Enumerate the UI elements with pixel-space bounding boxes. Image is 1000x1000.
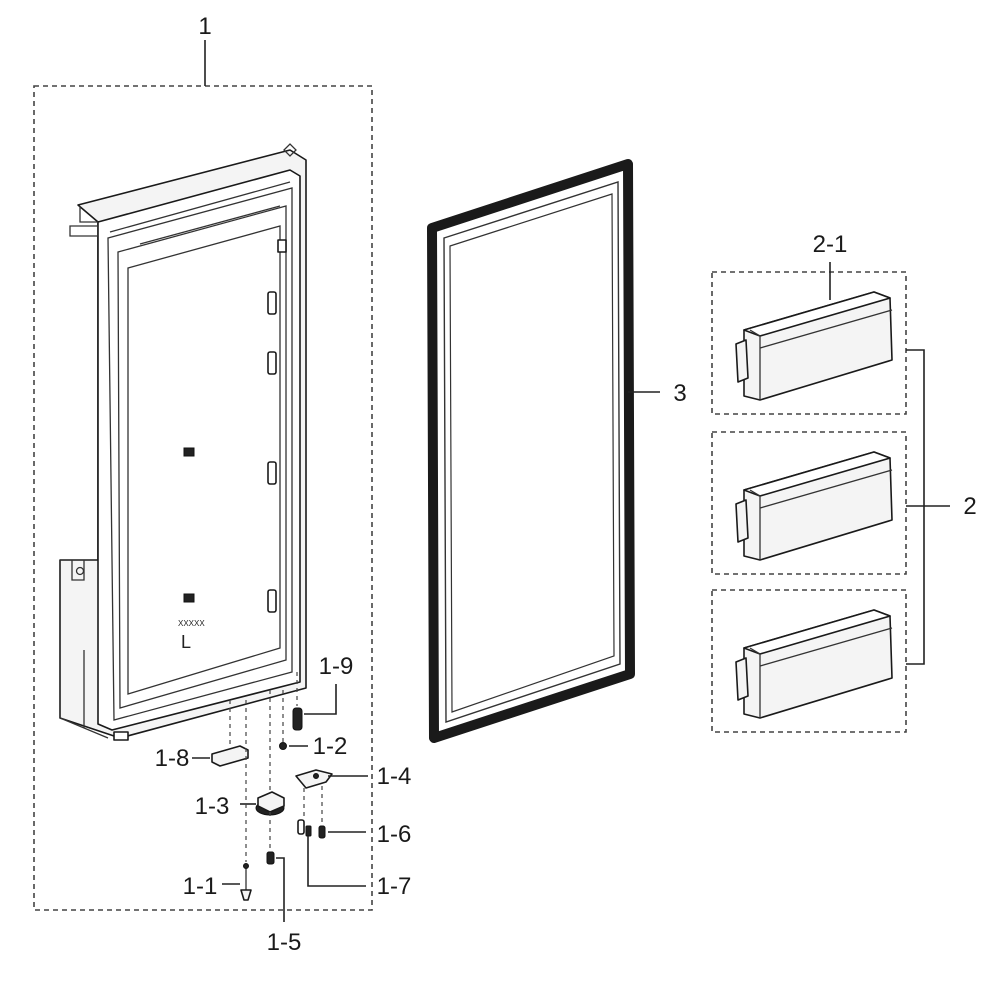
label-3: 3 bbox=[673, 380, 686, 407]
guard-group: 2-1 2 bbox=[711, 231, 977, 733]
label-2: 2 bbox=[963, 493, 976, 520]
guard-frame-top bbox=[711, 271, 907, 415]
label-1-3: 1-3 bbox=[195, 793, 230, 820]
guard-bin-3 bbox=[735, 609, 893, 719]
guard-frame-middle bbox=[711, 431, 907, 575]
guard-frame-bottom bbox=[711, 589, 907, 733]
label-2-1: 2-1 bbox=[813, 231, 848, 258]
part-1-2-washer bbox=[279, 690, 308, 750]
part-1-5-screw bbox=[266, 812, 285, 922]
label-1-6: 1-6 bbox=[377, 821, 412, 848]
gasket bbox=[427, 159, 635, 743]
part-1-4-hinge-plate bbox=[295, 769, 368, 789]
part-1-8-bracket bbox=[192, 700, 249, 767]
guard-bin-2 bbox=[735, 451, 893, 561]
door-marking: L bbox=[181, 632, 191, 652]
label-1-2: 1-2 bbox=[313, 733, 348, 760]
label-1-4: 1-4 bbox=[377, 763, 412, 790]
label-1-5: 1-5 bbox=[267, 929, 302, 956]
part-1-9-pin bbox=[292, 672, 337, 731]
part-1-7-screw bbox=[297, 788, 366, 887]
part-1-6-screw bbox=[318, 786, 366, 839]
label-1-8: 1-8 bbox=[155, 745, 190, 772]
door-assembly-frame bbox=[33, 85, 373, 911]
guard-bin-1 bbox=[735, 291, 893, 401]
label-1-1: 1-1 bbox=[183, 873, 218, 900]
svg-text:XXXXX: XXXXX bbox=[178, 619, 205, 628]
door-assembly-group: XXXXX L bbox=[33, 13, 412, 956]
gasket-group: 3 bbox=[427, 159, 687, 743]
label-1-7: 1-7 bbox=[377, 873, 412, 900]
part-1-3-hinge-cap bbox=[240, 690, 285, 816]
part-1-1-hinge-pin bbox=[222, 700, 252, 901]
door-body: XXXXX L bbox=[59, 143, 307, 741]
label-1-9: 1-9 bbox=[319, 653, 354, 680]
label-1: 1 bbox=[198, 13, 211, 40]
guard-group-bracket bbox=[906, 349, 925, 665]
